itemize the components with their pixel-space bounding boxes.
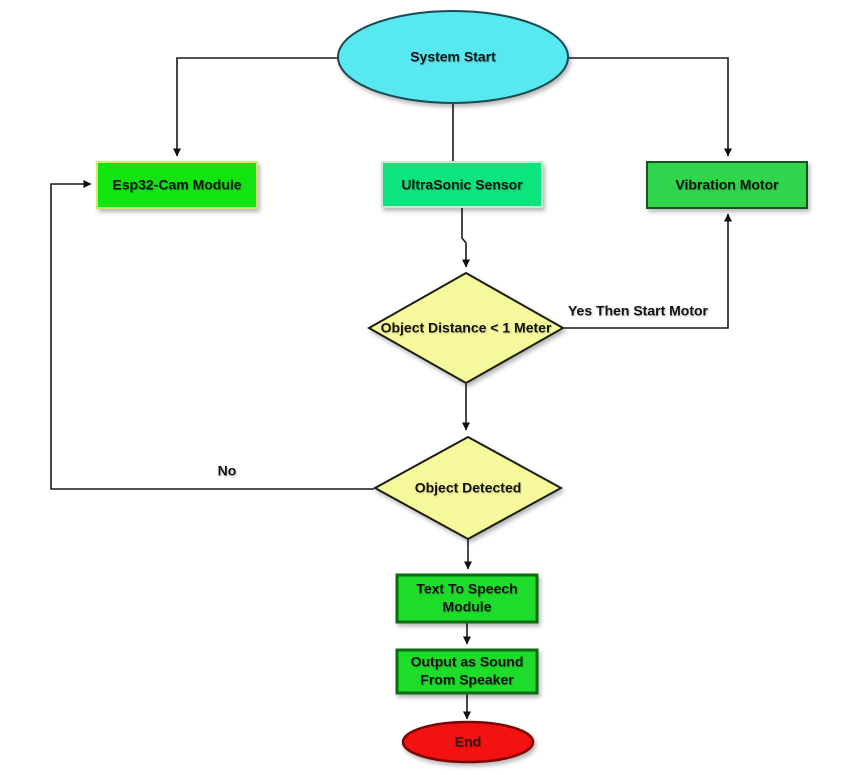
node-output-speaker-shape: [395, 648, 539, 695]
nodes-layer: [96, 10, 808, 764]
edge-start-to-esp32: [173, 57, 338, 157]
edge-distance-check-yes-to-vibration: [564, 213, 732, 329]
edges-layer: [50, 57, 732, 720]
edge-ultrasonic-to-distance-check: [461, 208, 470, 268]
node-end-shape: [401, 720, 535, 764]
edge-object-detected-no-to-esp32: [50, 180, 374, 490]
node-text-to-speech-shape: [395, 573, 539, 624]
node-distance-check-diamond: [366, 271, 566, 385]
node-esp32-cam-module-shape: [96, 161, 258, 209]
node-object-detected-diamond: [372, 435, 564, 541]
node-system-start-shape: [337, 10, 569, 104]
node-ultrasonic-sensor-shape: [381, 161, 543, 208]
node-vibration-motor-shape: [646, 161, 808, 209]
edge-start-to-vibration: [568, 57, 732, 157]
